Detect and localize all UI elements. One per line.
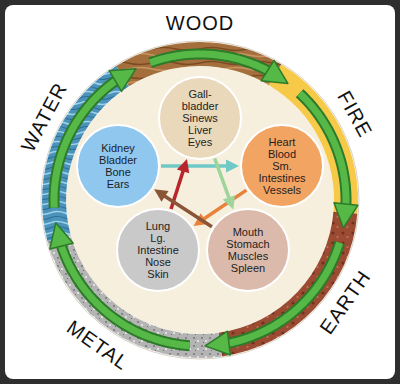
ring-outline xyxy=(41,41,359,359)
controlling-arrow-shaft xyxy=(215,158,231,201)
element-label: EARTH xyxy=(316,266,374,337)
ring-segment-shape xyxy=(116,42,282,87)
controlling-arrow-head xyxy=(223,195,235,209)
generating-arrow-head xyxy=(205,331,230,355)
organ-list: Mouth Stomach Muscles Spleen xyxy=(226,226,269,274)
ring-segment-fill xyxy=(116,42,281,86)
generating-arrow xyxy=(150,54,288,83)
element-label: FIRE xyxy=(334,88,376,141)
controlling-arrow-head xyxy=(177,159,189,173)
organ-circle: Kidney Bladder Bone Ears xyxy=(76,124,160,208)
organ-list: Gall-bladder Sinews Liver Eyes xyxy=(182,88,219,148)
controlling-arrow-shaft xyxy=(201,190,246,221)
element-label: METAL xyxy=(64,317,133,374)
inner-disc xyxy=(66,66,334,334)
element-label: WOOD xyxy=(166,13,234,33)
circle-fill xyxy=(77,125,159,207)
circle-fill xyxy=(241,125,323,207)
white-panel xyxy=(5,5,395,379)
organ-circle: Gall-bladder Sinews Liver Eyes xyxy=(158,76,242,160)
generating-arrow-head xyxy=(334,203,358,228)
generating-arrow-shaft xyxy=(300,93,346,211)
generating-arrow-shaft xyxy=(150,54,274,74)
generating-arrow-head xyxy=(261,60,288,83)
ring-segment-fill xyxy=(219,212,358,357)
organ-list: Heart Blood Sm. Intestines Vessels xyxy=(258,136,305,196)
generating-arrow xyxy=(205,243,340,355)
controlling-arrow-head xyxy=(154,189,168,202)
generating-arrow-outline xyxy=(150,54,274,74)
circle-fill xyxy=(117,209,199,291)
organ-list: Kidney Bladder Bone Ears xyxy=(99,142,137,190)
wood-ring-segment: WOOD xyxy=(116,42,282,87)
organ-circle: Lung Lg. Intestine Nose Skin xyxy=(116,208,200,292)
generating-arrow-outline xyxy=(300,93,346,211)
generating-arrow-head xyxy=(109,69,136,92)
metal-ring-segment: METAL xyxy=(47,234,222,358)
controlling-arrow xyxy=(215,158,235,209)
controlling-arrow-head xyxy=(226,160,239,173)
controlling-arrow xyxy=(161,160,239,173)
generating-arrow-head xyxy=(50,223,73,249)
circle-fill xyxy=(207,209,289,291)
organ-circle: Mouth Stomach Muscles Spleen xyxy=(206,208,290,292)
organ-list: Lung Lg. Intestine Nose Skin xyxy=(137,220,179,280)
organ-circle: Heart Blood Sm. Intestines Vessels xyxy=(240,124,324,208)
element-label: WATER xyxy=(17,79,70,155)
circle-fill xyxy=(159,77,241,159)
